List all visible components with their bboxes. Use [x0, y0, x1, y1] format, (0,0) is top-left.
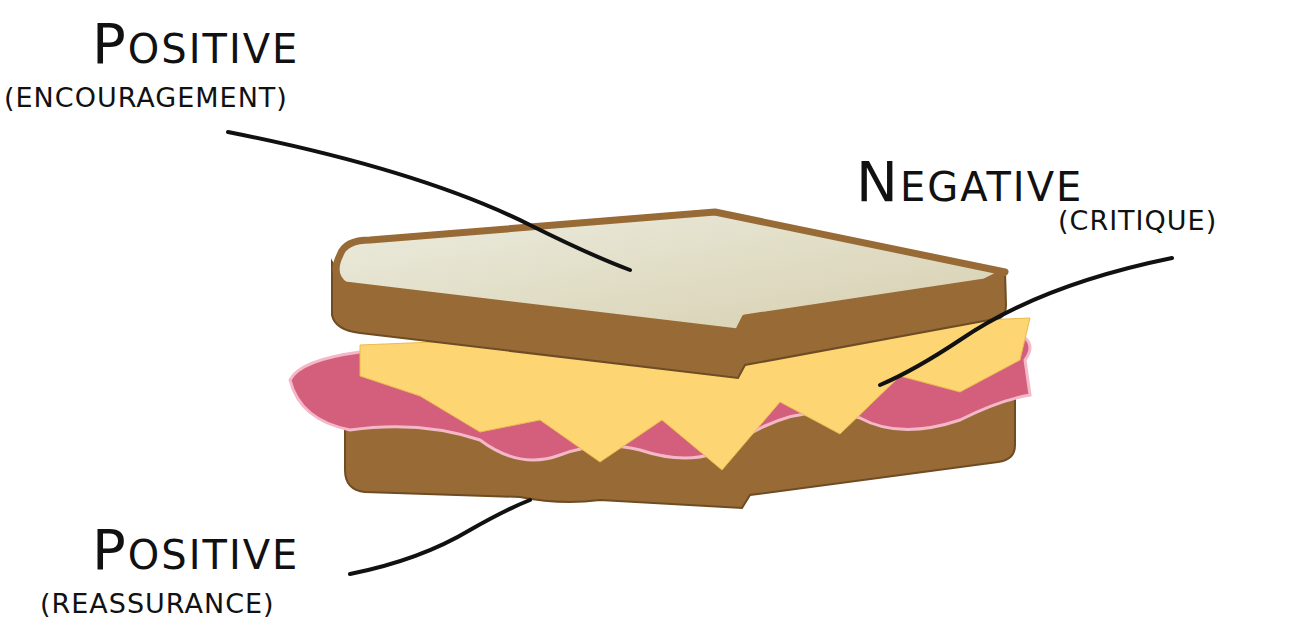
callout-heading: POSITIVE — [92, 12, 299, 76]
callout-heading: POSITIVE — [92, 518, 299, 582]
top-bread-face — [336, 212, 1005, 332]
callout-subtitle: (CRITIQUE) — [1058, 205, 1217, 236]
leader-line — [350, 500, 530, 574]
callout-heading: NEGATIVE — [856, 150, 1083, 214]
callout-subtitle: (ENCOURAGEMENT) — [4, 82, 288, 113]
leader-line — [880, 258, 1172, 385]
leader-line — [228, 132, 630, 270]
callout-subtitle: (REASSURANCE) — [40, 588, 275, 619]
